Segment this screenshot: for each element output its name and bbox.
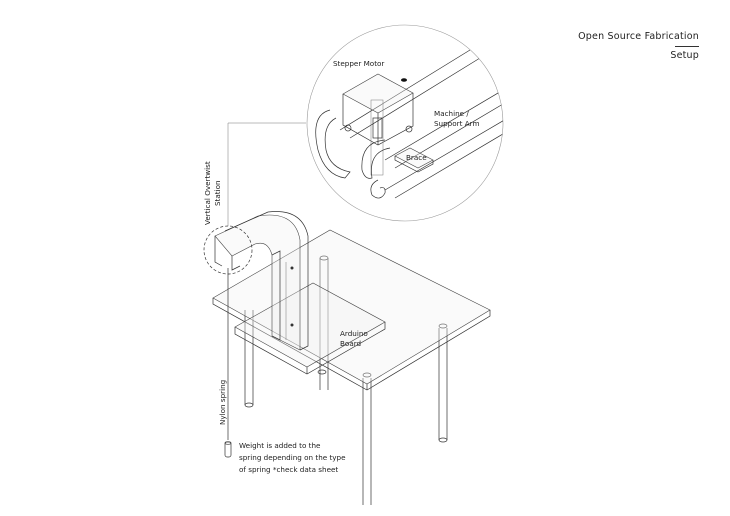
arduino-label-1: Arduino (340, 329, 368, 338)
page-subtitle: Setup (670, 50, 699, 61)
detail-magnified-view (306, 24, 504, 222)
table-legs (244, 255, 448, 505)
arduino-label-2: Board (340, 339, 361, 348)
station-label-1: Vertical Overtwist (203, 161, 212, 225)
arduino-board (234, 282, 386, 375)
page-title: Open Source Fabrication (578, 31, 699, 42)
title-divider (675, 46, 699, 47)
table-top (212, 229, 491, 391)
weight (224, 441, 232, 458)
weight-note-3: of spring *check data sheet (239, 465, 338, 474)
brace-label: Brace (406, 153, 427, 162)
stepper-motor-label: Stepper Motor (333, 59, 384, 68)
station-label-2: Station (213, 180, 222, 206)
weight-note-1: Weight is added to the (239, 441, 321, 450)
weight-note-2: spring depending on the type (239, 453, 346, 462)
nylon-spring-label: Nylon spring (218, 380, 227, 425)
machine-arm-label-2: Support Arm (434, 119, 479, 128)
overtwist-station (214, 211, 309, 351)
leader-line (227, 122, 306, 226)
machine-arm-label-1: Machine / (434, 109, 469, 118)
